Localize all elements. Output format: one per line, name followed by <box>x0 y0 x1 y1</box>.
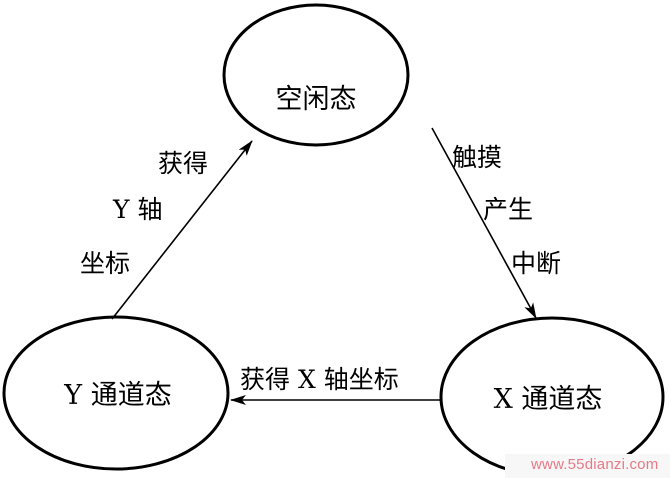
label-y-to-idle-line-3: 坐标 <box>80 249 130 278</box>
label-idle-to-x-line-1: 触摸 <box>452 143 502 172</box>
watermark-text: www.55dianzi.com <box>531 456 659 473</box>
label-idle-to-x-line-3: 中断 <box>511 249 561 278</box>
label-y-to-idle-line-1: 获得 <box>158 149 208 178</box>
label-x-to-y: 获得 X 轴坐标 <box>240 365 399 394</box>
arrow-y-channel-to-idle <box>111 140 253 320</box>
watermark: www.55dianzi.com <box>505 454 670 478</box>
state-y-channel-node <box>2 315 230 471</box>
state-x-channel-label: X 通道态 <box>494 384 603 415</box>
label-y-to-idle-line-2: Y 轴 <box>112 195 162 224</box>
state-idle-label: 空闲态 <box>276 84 357 115</box>
state-idle-node <box>222 3 410 147</box>
label-idle-to-x-line-2: 产生 <box>483 195 533 224</box>
state-y-channel-label: Y 通道态 <box>63 380 171 411</box>
arrow-idle-to-x-channel <box>431 127 537 319</box>
